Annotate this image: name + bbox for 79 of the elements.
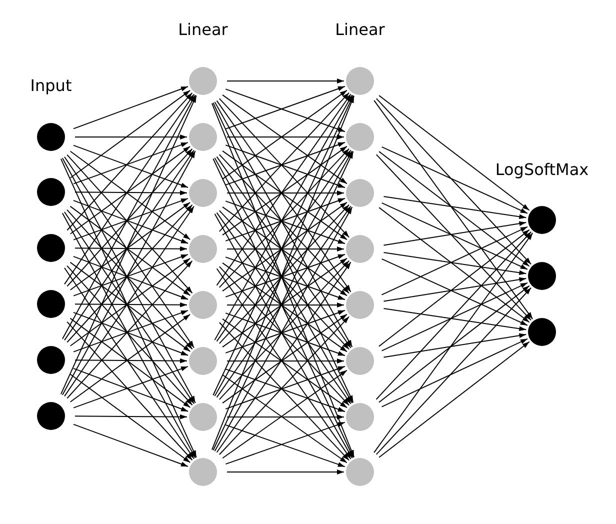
arrow <box>381 202 528 270</box>
neuron-circle <box>37 123 65 151</box>
arrow <box>376 287 532 455</box>
arrow <box>383 221 527 246</box>
arrow <box>226 470 344 474</box>
arrow <box>383 252 527 276</box>
arrow <box>378 285 530 403</box>
arrow <box>226 134 344 140</box>
neuron-circle <box>346 403 374 431</box>
arrow <box>378 151 530 267</box>
arrow <box>70 90 191 178</box>
arrow <box>383 308 527 332</box>
layer-label: Linear <box>335 20 385 39</box>
arrow <box>62 94 196 340</box>
neuron-circle <box>37 402 65 430</box>
layer-label: LogSoftMax <box>495 160 589 179</box>
neuron-circle <box>346 347 374 375</box>
neuron-circle <box>528 206 556 234</box>
neuron-circle <box>346 123 374 151</box>
arrow <box>60 95 197 395</box>
neuron-circle <box>346 235 374 263</box>
arrow <box>226 78 344 84</box>
neuron-circle <box>189 235 217 263</box>
arrow <box>73 424 188 467</box>
neuron-circle <box>189 67 217 95</box>
arrow <box>378 95 530 211</box>
neuron-circle <box>528 318 556 346</box>
arrow <box>226 414 344 420</box>
arrow <box>376 231 532 400</box>
arrow <box>74 246 188 252</box>
neuron-circle <box>189 403 217 431</box>
arrow <box>374 100 534 320</box>
arrow <box>74 302 188 308</box>
arrow <box>66 321 193 461</box>
arrow <box>374 232 534 454</box>
arrow <box>226 358 344 364</box>
layer-label: Linear <box>178 20 228 39</box>
arrow <box>64 267 195 460</box>
neuron-circle <box>346 291 374 319</box>
arrow <box>381 226 528 296</box>
arrow <box>376 154 532 321</box>
arrow <box>74 414 188 420</box>
arrow <box>60 158 197 458</box>
arrow <box>381 258 528 326</box>
arrow <box>74 134 188 140</box>
arrow <box>64 94 194 285</box>
arrow <box>226 246 344 252</box>
arrow <box>376 98 532 265</box>
arrow <box>381 338 528 408</box>
neuron-circle <box>189 179 217 207</box>
arrow <box>383 333 527 358</box>
arrow <box>226 190 344 196</box>
arrow <box>226 302 344 308</box>
arrow <box>383 277 527 302</box>
arrow <box>381 146 528 214</box>
arrow <box>381 282 528 352</box>
neuron-circle <box>346 458 374 486</box>
neuron-circle <box>189 123 217 151</box>
neuron-circle <box>189 458 217 486</box>
neuron-circle <box>37 290 65 318</box>
neuron-circle <box>346 179 374 207</box>
arrow <box>62 212 196 458</box>
neuron-circle <box>37 178 65 206</box>
arrow <box>73 86 188 130</box>
arrow <box>378 229 530 347</box>
arrow <box>383 196 527 220</box>
neuron-circle <box>346 67 374 95</box>
arrow <box>66 92 193 231</box>
neuron-circle <box>528 262 556 290</box>
layer-label: Input <box>30 76 72 95</box>
arrow <box>70 374 191 463</box>
neuron-circle <box>189 347 217 375</box>
neuron-circle <box>37 346 65 374</box>
neuron-circle <box>189 291 217 319</box>
arrow <box>378 341 530 458</box>
arrow <box>378 207 530 323</box>
arrow <box>74 190 188 196</box>
arrow <box>74 358 188 364</box>
neuron-circle <box>37 234 65 262</box>
